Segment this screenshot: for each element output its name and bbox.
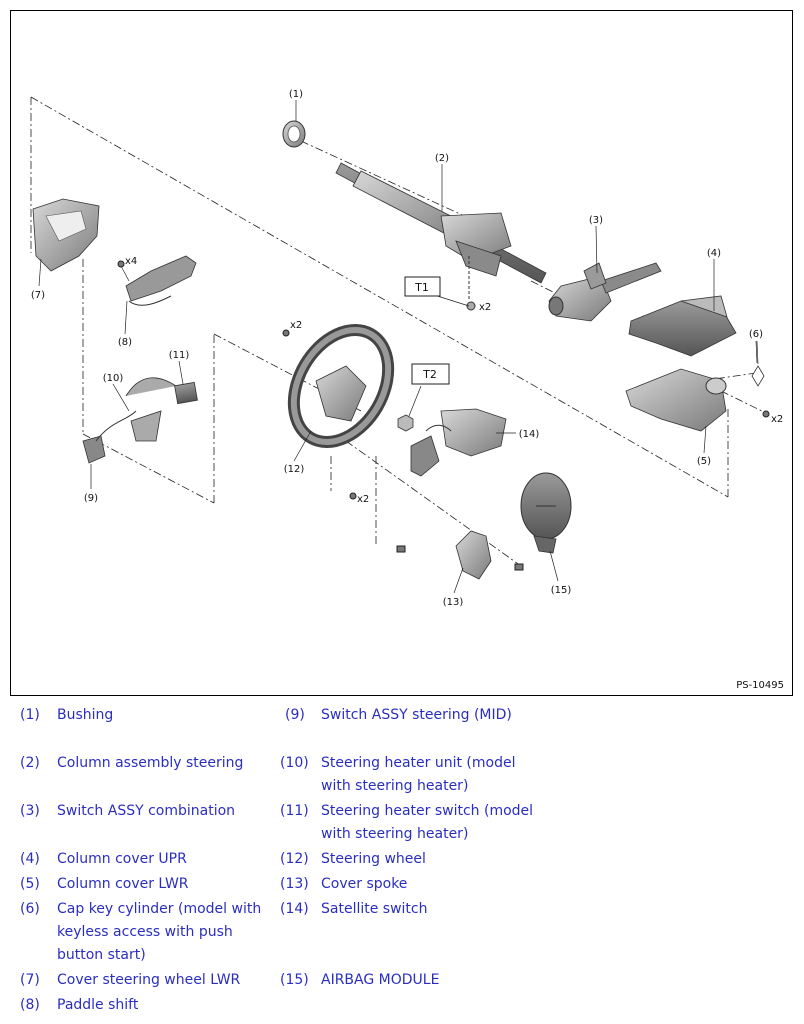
legend-number: (4) xyxy=(20,851,40,867)
callout-8: (8) xyxy=(118,337,132,348)
legend-text: Bushing xyxy=(57,707,114,723)
cap-key-cylinder-part xyxy=(751,340,765,387)
legend-text: keyless access with push xyxy=(57,924,233,940)
legend-text: with steering heater) xyxy=(321,778,469,794)
callout-12: (12) xyxy=(284,464,305,475)
callout-5: (5) xyxy=(697,456,711,467)
torque-tag-t1: T1 xyxy=(404,276,441,297)
legend-text: Steering wheel xyxy=(321,851,426,867)
steering-wheel-part xyxy=(282,323,395,500)
legend-text: Steering heater switch (model xyxy=(321,803,534,819)
callout-2: (2) xyxy=(435,153,449,164)
bushing-part xyxy=(282,120,306,148)
callout-9: (9) xyxy=(84,493,98,504)
airbag-module-part xyxy=(520,472,572,554)
paddle-shift-part xyxy=(117,255,197,306)
legend-text: Column cover UPR xyxy=(57,851,187,867)
figure-id: PS-10495 xyxy=(736,680,784,691)
steering-heater-unit-part xyxy=(125,377,177,442)
steering-heater-switch-part xyxy=(174,381,198,405)
steering-switch-mid-part xyxy=(82,410,137,464)
callout-4: (4) xyxy=(707,248,721,259)
column-cover-upper-part xyxy=(628,295,737,357)
screw-icon xyxy=(762,410,770,418)
legend-number: (12) xyxy=(280,851,309,867)
callout-15: (15) xyxy=(551,585,572,596)
legend-text: Column cover LWR xyxy=(57,876,189,892)
column-cover-lower-part xyxy=(625,368,727,432)
legend-text: button start) xyxy=(57,947,146,963)
diagram-canvas: T1 T2 x2 x4 x2 x2 x2 (1) (2) (3) (4) (5)… xyxy=(30,89,783,608)
callout-10: (10) xyxy=(103,373,124,384)
qty-label: x2 xyxy=(771,414,783,425)
legend-number: (11) xyxy=(280,803,309,819)
legend-number: (1) xyxy=(20,707,40,723)
legend-text: AIRBAG MODULE xyxy=(321,972,440,988)
legend-text: Satellite switch xyxy=(321,901,428,917)
wheel-cover-lower-part xyxy=(32,198,100,272)
callout-1: (1) xyxy=(289,89,303,100)
legend-number: (5) xyxy=(20,876,40,892)
qty-label: x4 xyxy=(125,256,137,267)
svg-text:T2: T2 xyxy=(422,368,437,381)
cover-spoke-part xyxy=(455,530,492,580)
legend-text: Switch ASSY steering (MID) xyxy=(321,707,512,723)
screw-icon xyxy=(396,545,524,571)
legend-text: Steering heater unit (model xyxy=(321,755,516,771)
callout-6: (6) xyxy=(749,329,763,340)
qty-label: x2 xyxy=(357,494,369,505)
legend-text: Column assembly steering xyxy=(57,755,244,771)
callout-13: (13) xyxy=(443,597,464,608)
leader-lines xyxy=(38,100,758,594)
legend-number: (9) xyxy=(285,707,305,723)
qty-label: x2 xyxy=(479,302,491,313)
legend-number: (7) xyxy=(20,972,40,988)
legend-number: (10) xyxy=(280,755,309,771)
legend-text: Cap key cylinder (model with xyxy=(57,901,262,917)
legend-text: Cover spoke xyxy=(321,876,408,892)
callout-14: (14) xyxy=(519,429,540,440)
legend-number: (8) xyxy=(20,997,40,1013)
legend-number: (6) xyxy=(20,901,40,917)
callout-7: (7) xyxy=(31,290,45,301)
legend-text: Paddle shift xyxy=(57,997,139,1013)
callout-3: (3) xyxy=(589,215,603,226)
legend-number: (3) xyxy=(20,803,40,819)
satellite-switch-part xyxy=(410,408,507,477)
qty-label: x2 xyxy=(290,320,302,331)
torque-tag-t2: T2 xyxy=(411,363,450,385)
combination-switch-part xyxy=(548,262,662,322)
legend-number: (14) xyxy=(280,901,309,917)
steering-column-part xyxy=(335,162,547,311)
legend-number: (13) xyxy=(280,876,309,892)
svg-text:T1: T1 xyxy=(414,281,429,294)
callout-11: (11) xyxy=(169,350,190,361)
legend-text: with steering heater) xyxy=(321,826,469,842)
legend-number: (2) xyxy=(20,755,40,771)
exploded-diagram: T1 T2 x2 x4 x2 x2 x2 (1) (2) (3) (4) (5)… xyxy=(10,10,793,696)
legend-text: Cover steering wheel LWR xyxy=(57,972,241,988)
nut-icon xyxy=(397,414,414,432)
legend-text: Switch ASSY combination xyxy=(57,803,236,819)
legend-number: (15) xyxy=(280,972,309,988)
